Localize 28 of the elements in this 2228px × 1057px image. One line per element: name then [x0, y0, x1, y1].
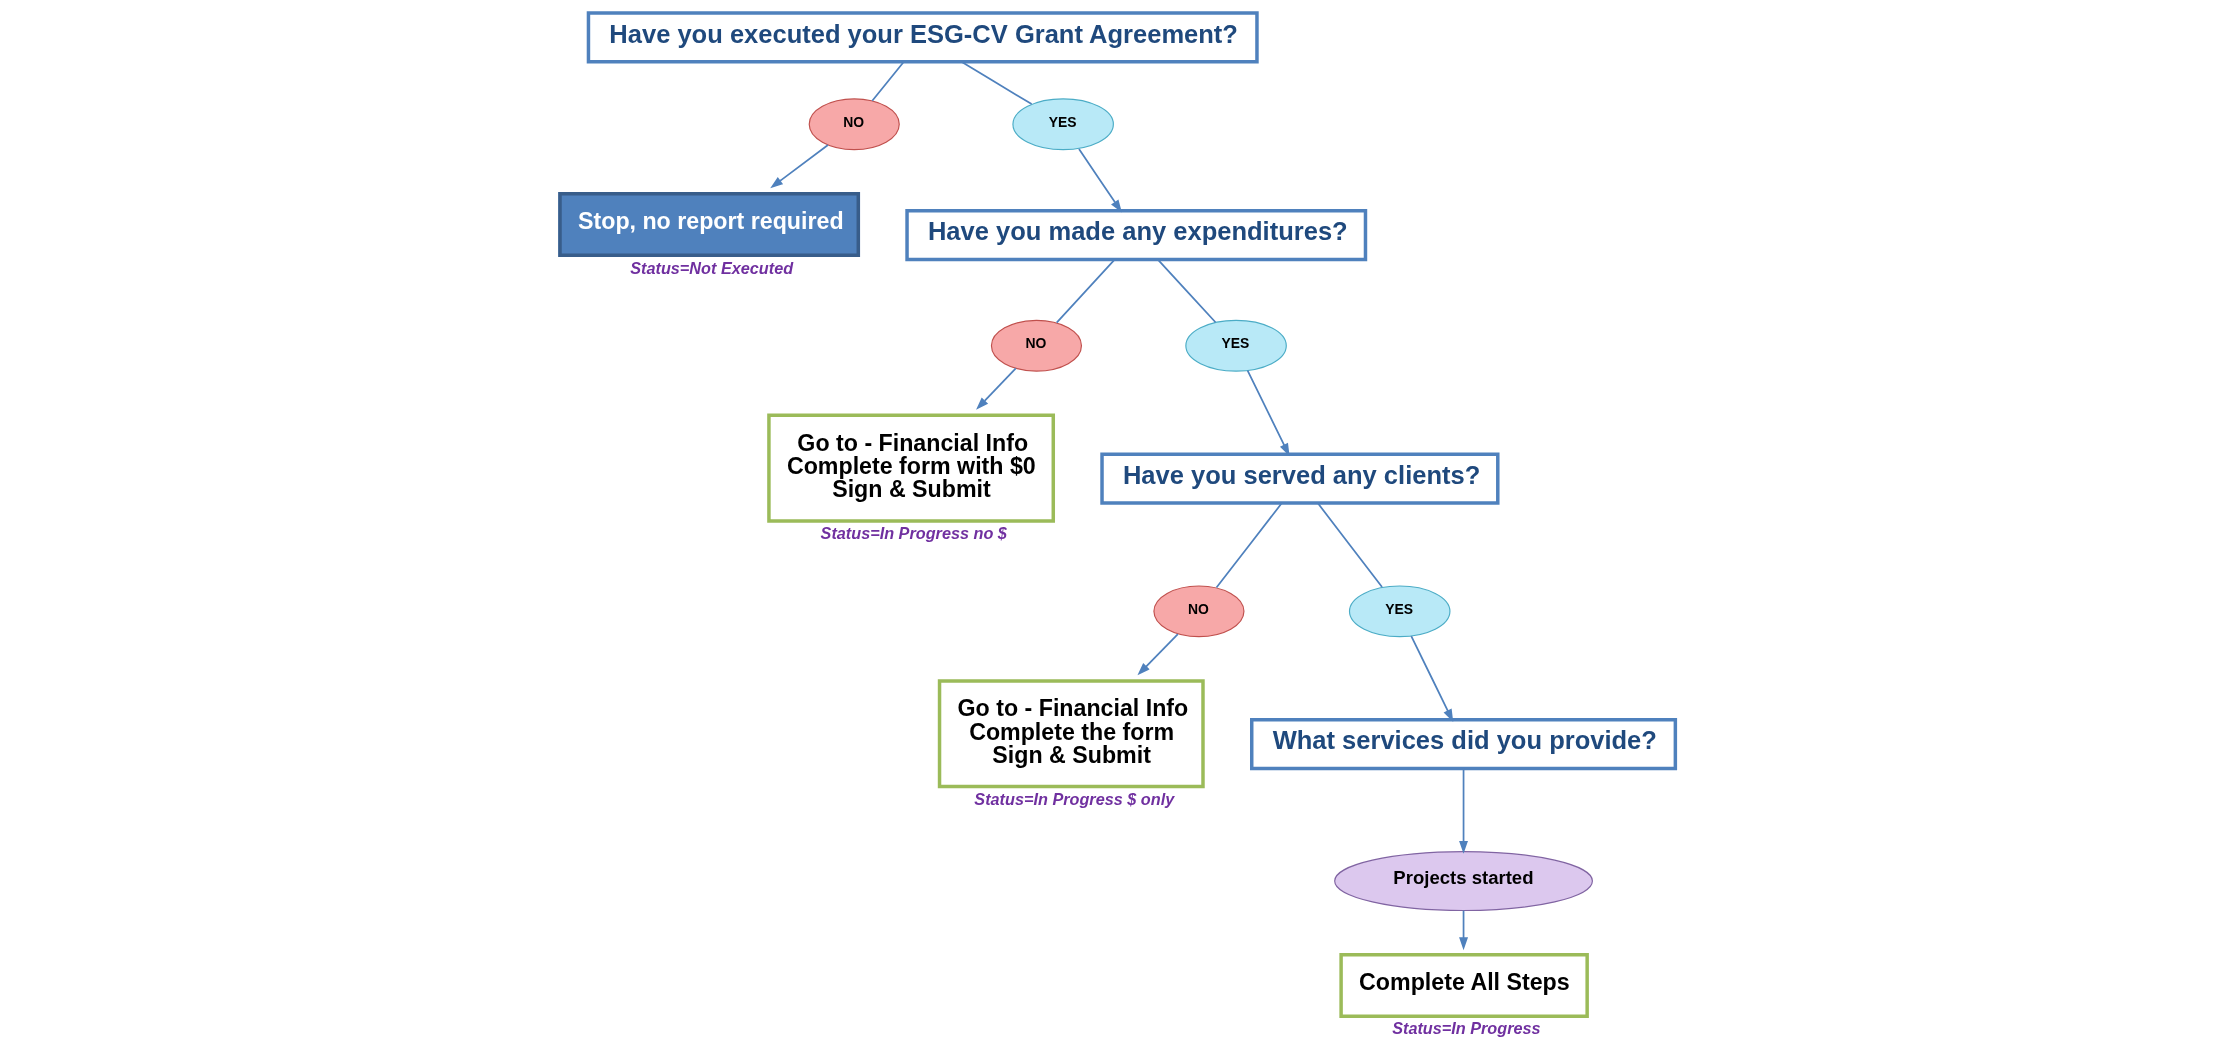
node-ellipse: NO	[808, 98, 900, 151]
arrow	[1077, 148, 1122, 213]
arrow	[975, 367, 1017, 410]
node-ellipse: YES	[1184, 319, 1287, 372]
node-ellipse: NO	[1152, 585, 1244, 638]
node-box: Have you served any clients?	[1099, 452, 1500, 505]
connector	[1156, 258, 1216, 324]
arrow	[769, 144, 829, 189]
node-box: Have you executed your ESG-CV Grant Agreement?	[586, 11, 1259, 64]
node-label: Status=In Progress	[1391, 1019, 1541, 1038]
arrow	[1136, 633, 1179, 676]
node-ellipse: Projects started	[1333, 850, 1593, 912]
node-ellipse: YES	[1011, 98, 1114, 151]
node-box: Have you made any expenditures?	[904, 208, 1367, 262]
connector	[1055, 258, 1115, 324]
connector	[1215, 502, 1283, 589]
node-ellipse: YES	[1348, 585, 1450, 638]
connector	[870, 61, 904, 102]
node-box: What services did you provide?	[1249, 718, 1677, 771]
arrow	[1458, 909, 1468, 951]
node-label: Status=In Progress no $	[820, 524, 1007, 543]
arrow	[1409, 635, 1453, 722]
connector	[960, 60, 1032, 105]
node-label: Status=Not Executed	[629, 258, 793, 277]
arrow	[1458, 767, 1468, 854]
connector	[1316, 502, 1383, 588]
node-label: Status=In Progress $ only	[973, 789, 1174, 808]
node-ellipse: NO	[990, 319, 1082, 372]
